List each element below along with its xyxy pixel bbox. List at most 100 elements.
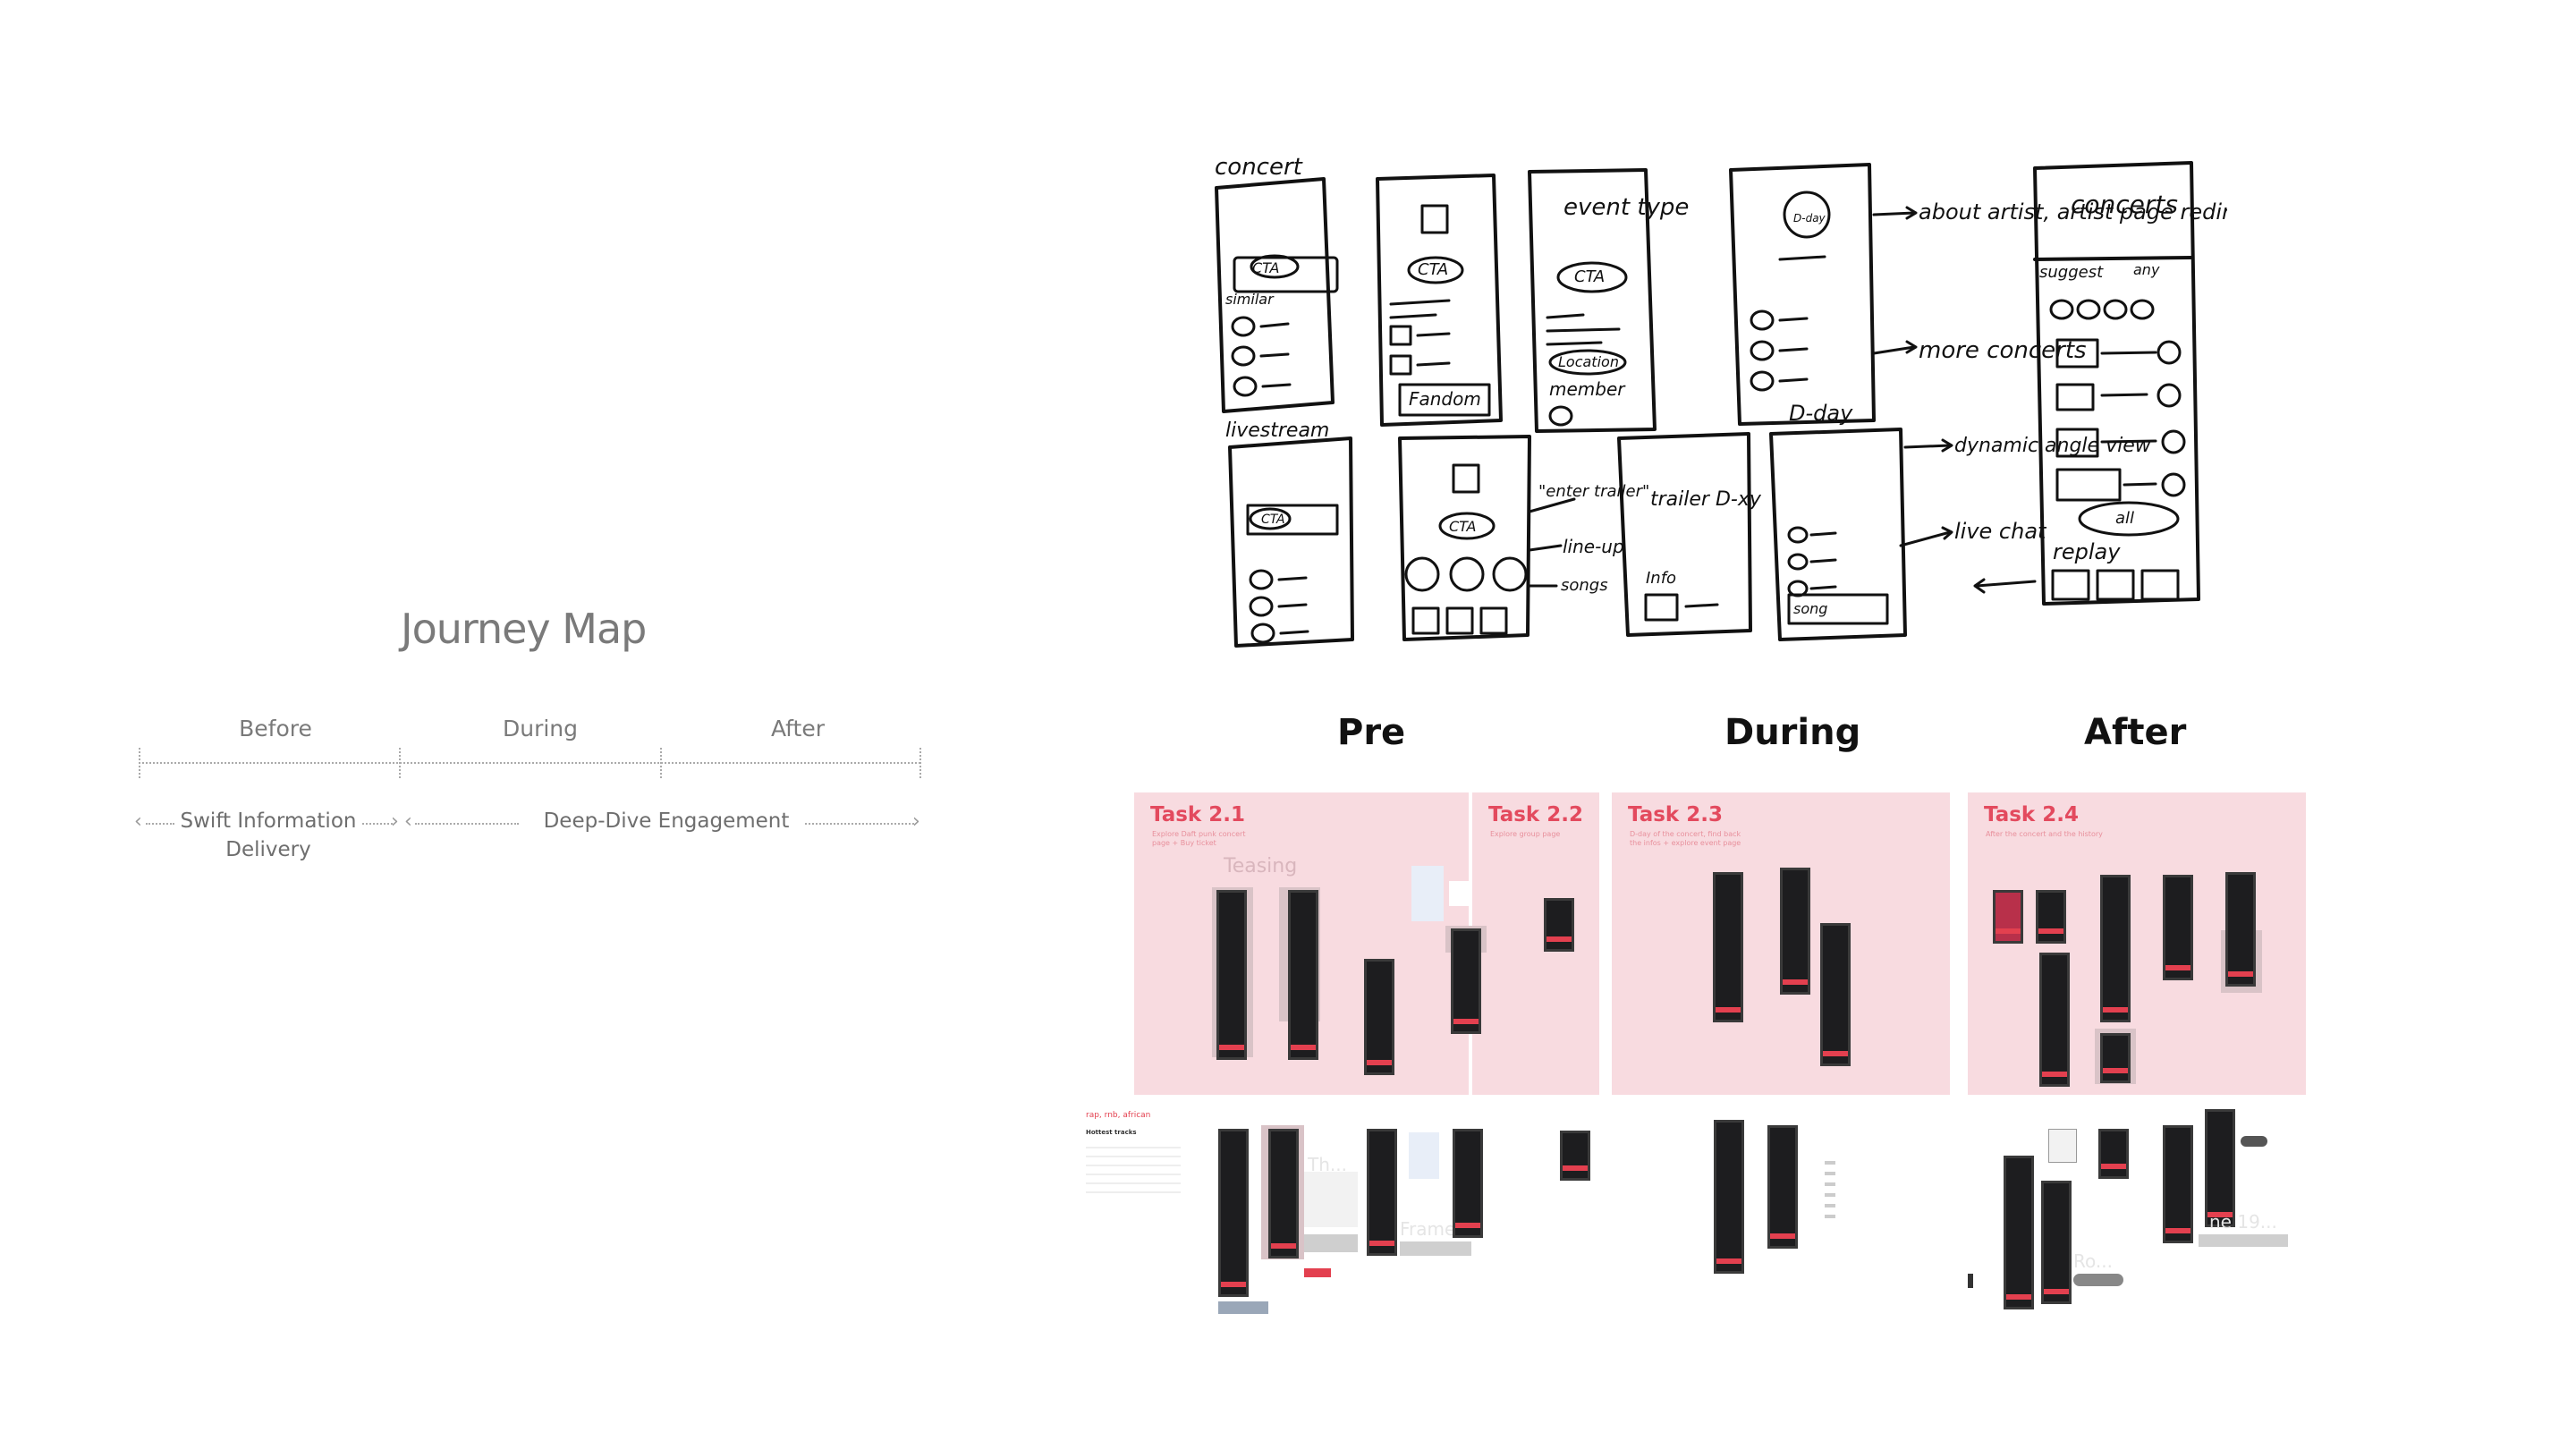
- sketch-frame: [1215, 177, 1335, 413]
- task-subtitle: After the concert and the history: [1986, 830, 2103, 838]
- sketch-label: all: [2115, 509, 2134, 528]
- phone-screen: [1780, 868, 1810, 995]
- sketch-label: CTA: [1252, 259, 1279, 276]
- faint-frame-label: ne 19...: [2209, 1211, 2277, 1233]
- screen-thumbnail: [2199, 1234, 2288, 1247]
- sketch-label: line-up: [1563, 536, 1624, 557]
- screen-thumbnail: [1218, 1301, 1268, 1314]
- screen-thumbnail: [1825, 1154, 1835, 1225]
- sketch-frame: [1729, 163, 1876, 426]
- task-title: Task 2.3: [1628, 803, 1723, 826]
- sketch-label: event type: [1563, 194, 1689, 221]
- phone-screen: [2100, 875, 2131, 1022]
- screen-thumbnail: [2073, 1274, 2123, 1286]
- arrow-right-icon: ›: [391, 810, 399, 833]
- sketch-label: Info: [1646, 569, 1676, 588]
- phase-label-during: During: [502, 716, 579, 741]
- phase-label-after: After: [770, 716, 826, 741]
- dotted-arrow: [805, 823, 914, 825]
- dotted-arrow: [415, 823, 519, 825]
- task-panel: [1472, 792, 1599, 1095]
- phone-screen: [2100, 1033, 2131, 1083]
- sketch-label: trailer D-xy: [1650, 488, 1762, 511]
- phone-screen: [2225, 872, 2256, 987]
- screen-thumbnail: [1409, 1132, 1439, 1179]
- sketch-label: Fandom: [1409, 388, 1481, 410]
- phone-screen: [1453, 1129, 1483, 1238]
- phone-screen: [2004, 1156, 2034, 1309]
- phone-screen: [1544, 898, 1574, 952]
- faint-frame-label: Th...: [1308, 1154, 1347, 1175]
- sketch-label: member: [1549, 378, 1626, 400]
- sketch-frame: [1228, 436, 1354, 648]
- screen-thumbnail: [1400, 1241, 1471, 1256]
- phone-screen: [1767, 1125, 1798, 1249]
- task-title: Task 2.4: [1984, 803, 2079, 826]
- phone-screen: [1714, 1120, 1744, 1274]
- task-subtitle: Explore Daft punk concert page + Buy tic…: [1152, 830, 1246, 847]
- sketch-label: live chat: [1954, 519, 2047, 544]
- task-subtitle: D-day of the concert, find back the info…: [1630, 830, 1741, 847]
- sketch-label: concert: [1215, 154, 1303, 181]
- phone-screen: [1560, 1131, 1590, 1181]
- screen-thumbnail: [1411, 866, 1444, 921]
- phone-screen: [1218, 1129, 1249, 1297]
- sketch-label: more concerts: [1919, 337, 2087, 364]
- phone-screen: [2163, 875, 2193, 980]
- screen-thumbnail: [1968, 1274, 1973, 1288]
- track-table: [1086, 1140, 1181, 1193]
- arrow-left-icon: ‹: [404, 810, 412, 833]
- phone-screen: [2098, 1129, 2129, 1179]
- screen-thumbnail: [1449, 881, 1469, 906]
- phase-header-during: During: [1724, 712, 1861, 753]
- screen-thumbnail: [2048, 1129, 2077, 1163]
- note-deep-dive: Deep-Dive Engagement: [543, 809, 790, 833]
- screen-thumbnail: [1304, 1268, 1331, 1277]
- screen-thumbnail: [1304, 1234, 1358, 1252]
- genre-label: rap, rnb, african: [1086, 1111, 1151, 1120]
- screen-thumbnail: [2241, 1136, 2267, 1147]
- phone-screen: [1268, 1129, 1299, 1258]
- phase-header-after: After: [2084, 712, 2187, 753]
- sketch-label: similar: [1225, 291, 1275, 308]
- sketch-label: dynamic angle view: [1954, 435, 2152, 457]
- dotted-arrow: [146, 823, 174, 825]
- phone-screen: [1820, 923, 1851, 1066]
- phone-screen: [1451, 928, 1481, 1034]
- sketch-frame: [1617, 432, 1752, 637]
- task-title: Task 2.1: [1150, 803, 1245, 826]
- wireframe-sketches: concert livestream CTA similar CTA Fando…: [1215, 154, 2227, 648]
- sketch-label: song: [1793, 600, 1827, 617]
- sketch-label: CTA: [1574, 267, 1605, 286]
- sketch-label: Location: [1558, 353, 1619, 370]
- sketch-label: CTA: [1261, 513, 1285, 527]
- sketch-line: [2033, 256, 2193, 261]
- sketch-label: "enter trailer": [1538, 482, 1649, 501]
- journey-map-title: Journey Map: [401, 605, 647, 653]
- faint-frame-label: Frame: [1400, 1218, 1456, 1240]
- table-label: Hottest tracks: [1086, 1129, 1137, 1136]
- sketch-label: about artist, artist page redirection: [1919, 199, 2227, 225]
- task-subtitle: Explore group page: [1490, 830, 1561, 838]
- note-line: Delivery: [225, 838, 311, 861]
- phone-screen: [1288, 890, 1318, 1060]
- phone-screen: [2041, 1181, 2072, 1304]
- sketch-label: songs: [1561, 576, 1608, 595]
- sketch-frame: [1528, 168, 1657, 433]
- phone-screen: [1216, 890, 1247, 1060]
- phone-screen: [1364, 959, 1394, 1075]
- dotted-arrow: [362, 823, 393, 825]
- sketch-frame: [1398, 435, 1531, 641]
- timeline-line: [139, 762, 920, 764]
- phase-label-before: Before: [239, 716, 312, 741]
- phone-screen: [2036, 890, 2066, 944]
- screen-thumbnail: [1304, 1172, 1358, 1227]
- sketch-label: CTA: [1418, 260, 1448, 279]
- phone-screen: [2205, 1109, 2235, 1227]
- arrow-left-icon: ‹: [134, 810, 142, 833]
- sketch-label: D-day: [1793, 212, 1826, 225]
- phase-header-pre: Pre: [1337, 712, 1406, 753]
- sketch-label: CTA: [1449, 518, 1476, 535]
- sketch-label: D-day: [1789, 401, 1853, 426]
- note-line: Swift Information: [180, 809, 357, 833]
